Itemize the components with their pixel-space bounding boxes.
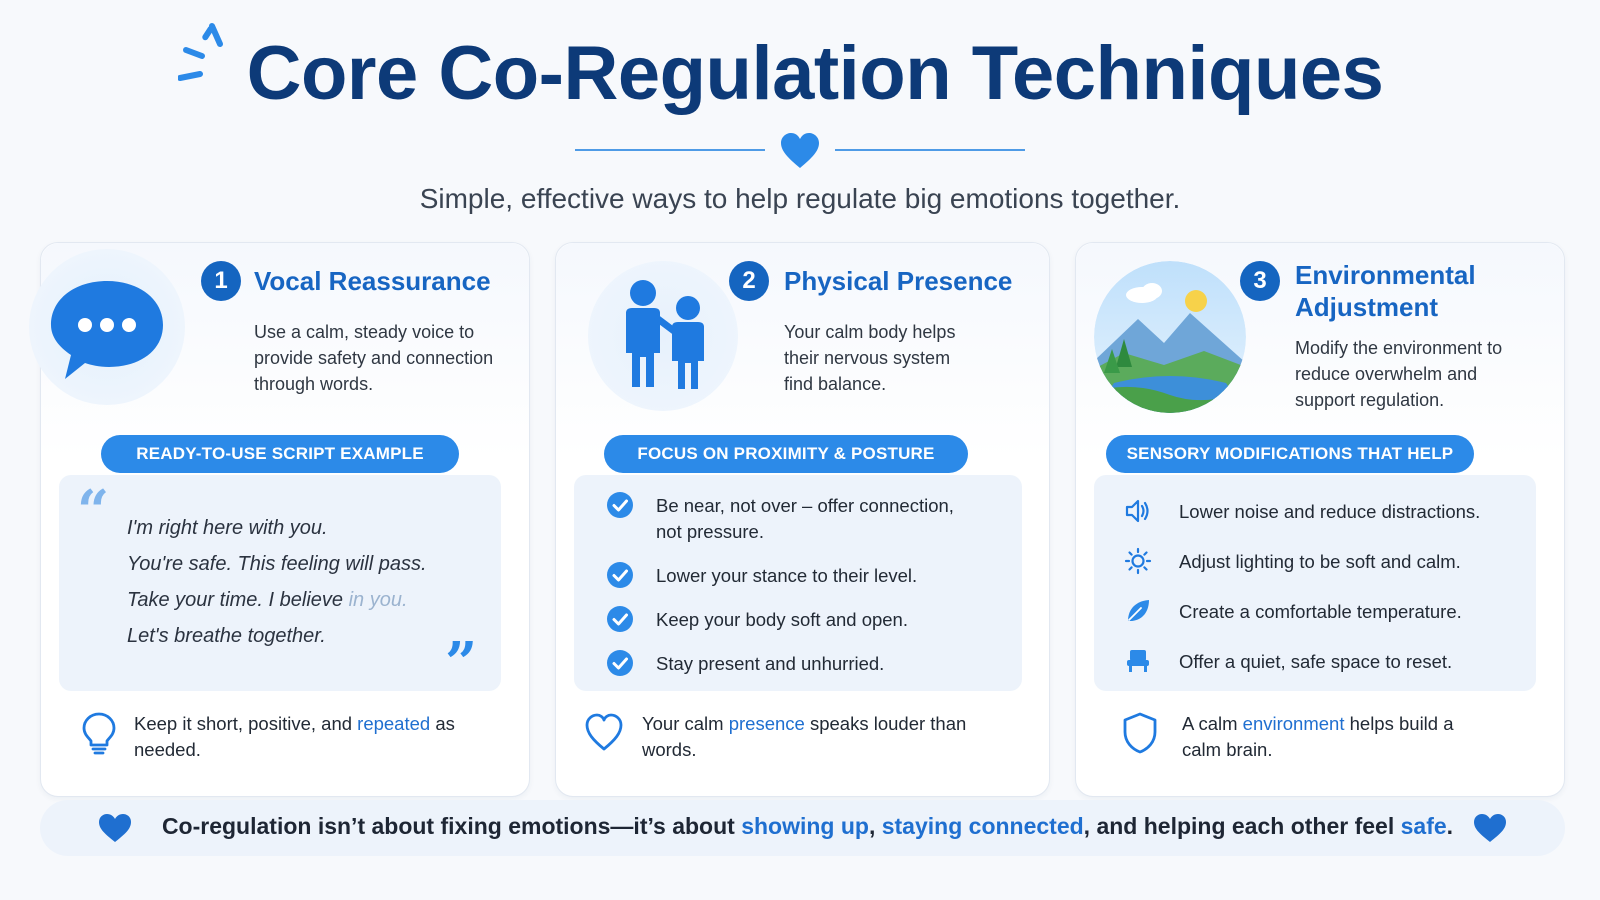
section-label: SENSORY MODIFICATIONS THAT HELP bbox=[1106, 435, 1474, 473]
tip-text: Keep it short, positive, and repeated as… bbox=[134, 713, 455, 760]
script-line: You're safe. This feeling will pass. bbox=[127, 553, 427, 575]
chair-icon bbox=[1127, 650, 1149, 672]
card-title: Physical Presence bbox=[784, 266, 1013, 296]
shield-icon bbox=[1123, 712, 1157, 754]
card-description: Modify the environment to reduce overwhe… bbox=[1295, 338, 1503, 410]
script-line: I'm right here with you. bbox=[127, 517, 328, 539]
title-divider bbox=[575, 130, 1025, 170]
tip-text: Your calm presence speaks louder than wo… bbox=[642, 713, 967, 760]
leaf-icon bbox=[1128, 600, 1149, 621]
card-vocal-reassurance: 1 Vocal Reassurance Use a calm, steady v… bbox=[29, 242, 530, 797]
list-item: Lower noise and reduce distractions. bbox=[1124, 497, 1524, 527]
quote-open-icon: “ bbox=[77, 478, 110, 544]
card-physical-presence: 2 Physical Presence Your calm body helps… bbox=[555, 242, 1050, 797]
check-circle-icon bbox=[607, 562, 633, 588]
section-label: READY-TO-USE SCRIPT EXAMPLE bbox=[101, 435, 459, 473]
card-number: 1 bbox=[201, 261, 241, 301]
lightbulb-icon bbox=[82, 712, 116, 755]
list-item: Stay present and unhurried. bbox=[606, 649, 1006, 679]
check-circle-icon bbox=[607, 492, 633, 518]
list-item: Create a comfortable temperature. bbox=[1124, 597, 1524, 627]
quote-close-icon: ” bbox=[445, 630, 478, 696]
list-item: Keep your body soft and open. bbox=[606, 605, 1006, 635]
sun-icon bbox=[1124, 547, 1152, 575]
script-line: Let's breathe together. bbox=[127, 625, 326, 647]
card-title: Vocal Reassurance bbox=[254, 266, 491, 296]
landscape-icon bbox=[1094, 261, 1246, 413]
page-title: Core Co-Regulation Techniques bbox=[246, 31, 1384, 116]
card-number: 3 bbox=[1240, 261, 1280, 301]
checklist-panel: Be near, not over – offer connection, no… bbox=[574, 475, 1022, 691]
card-number: 2 bbox=[729, 261, 769, 301]
list-item: Lower your stance to their level. bbox=[606, 561, 1006, 591]
heart-outline-icon bbox=[585, 713, 623, 751]
list-item: Adjust lighting to be soft and calm. bbox=[1124, 547, 1524, 577]
footer-message: Co-regulation isn’t about fixing emotion… bbox=[161, 813, 1454, 839]
card-title: Environmental Adjustment bbox=[1295, 260, 1476, 322]
subtitle: Simple, effective ways to help regulate … bbox=[419, 183, 1181, 214]
list-item: Be near, not over – offer connection, no… bbox=[606, 491, 1006, 542]
card-environmental-adjustment: 3 Environmental Adjustment Modify the en… bbox=[1075, 242, 1565, 797]
check-circle-icon bbox=[607, 606, 633, 632]
heart-icon bbox=[99, 814, 131, 842]
two-people-icon bbox=[588, 261, 738, 411]
heart-icon bbox=[781, 133, 819, 168]
script-line: Take your time. I believe in you. bbox=[127, 589, 408, 611]
list-item: Offer a quiet, safe space to reset. bbox=[1124, 647, 1524, 677]
tip-text: A calm environment helps build a calm br… bbox=[1182, 713, 1454, 760]
card-description: Use a calm, steady voice to provide safe… bbox=[254, 322, 494, 394]
section-label: FOCUS ON PROXIMITY & POSTURE bbox=[604, 435, 968, 473]
footer-banner: Co-regulation isn’t about fixing emotion… bbox=[40, 800, 1565, 856]
check-circle-icon bbox=[607, 650, 633, 676]
script-panel: “ I'm right here with you. You're safe. … bbox=[59, 475, 501, 691]
sparkle-icon bbox=[178, 23, 223, 81]
speaker-icon bbox=[1125, 499, 1149, 523]
speech-bubble-icon bbox=[29, 249, 185, 405]
heart-icon bbox=[1474, 814, 1506, 842]
card-description: Your calm body helps their nervous syste… bbox=[784, 322, 956, 394]
header: Core Co-Regulation Techniques Simple, ef… bbox=[0, 0, 1600, 230]
sensory-panel: Lower noise and reduce distractions. Adj… bbox=[1094, 475, 1536, 691]
